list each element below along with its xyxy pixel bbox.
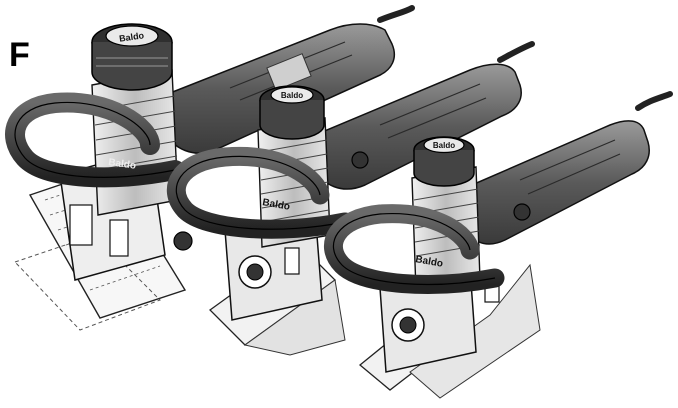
- power-cable: [635, 91, 673, 111]
- depth-adjuster-ring: [413, 150, 475, 187]
- knob-cap: [270, 86, 314, 104]
- housing-grip-lines: [519, 139, 621, 195]
- housing-grip-lines: [379, 83, 487, 139]
- handle-brand-logo: Baldo: [108, 157, 137, 172]
- depth-scale: [96, 57, 168, 67]
- clamp-slot: [69, 204, 93, 246]
- column-brand-logo: Baldo: [414, 254, 443, 270]
- column-brand-logo: Baldo: [261, 197, 290, 213]
- clamp-knob: [173, 231, 193, 251]
- tool-2: Baldo Baldo: [166, 41, 535, 356]
- dial-center: [246, 263, 264, 281]
- clamp-slot: [284, 247, 300, 275]
- knob-cap: [423, 136, 465, 154]
- clamp-knob: [513, 203, 531, 221]
- base-plate-outline: [14, 234, 161, 331]
- clamp-slot: [109, 219, 129, 257]
- brand-logo: Baldo: [119, 30, 146, 43]
- clamp-knob: [351, 151, 369, 169]
- power-cable: [497, 41, 535, 63]
- d-handle-outline: [175, 155, 346, 230]
- d-handle-outline: [14, 101, 176, 178]
- spindle-column: [91, 69, 179, 216]
- brand-logo: Baldo: [281, 91, 303, 100]
- power-cable: [377, 5, 415, 23]
- knob-cap: [105, 25, 159, 47]
- brand-logo: Baldo: [433, 141, 455, 150]
- tool-1: Baldo Baldo: [5, 5, 415, 331]
- dial-center: [399, 316, 417, 334]
- figure-label: F: [9, 36, 30, 74]
- depth-adjuster-ring: [259, 100, 325, 140]
- tool-3: Baldo Baldo: [324, 91, 673, 399]
- rating-plate: [266, 53, 312, 91]
- d-handle-outline: [332, 213, 496, 286]
